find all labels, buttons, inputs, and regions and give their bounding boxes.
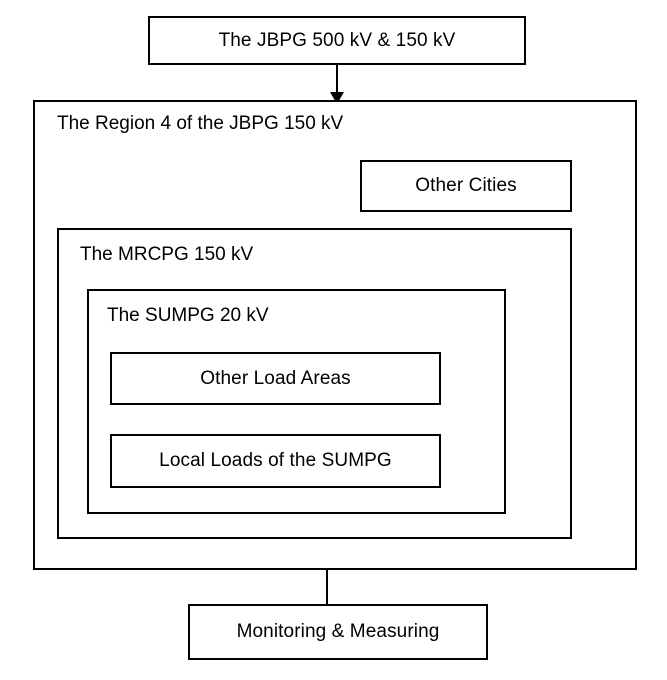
node-jbpg[interactable]: The JBPG 500 kV & 150 kV — [148, 16, 526, 65]
node-mrcpg-label: The MRCPG 150 kV — [80, 244, 254, 265]
connector-jbpg-to-region — [330, 65, 344, 104]
node-local-loads-label: Local Loads of the SUMPG — [159, 450, 392, 471]
node-other-load-areas-label: Other Load Areas — [200, 367, 351, 389]
node-monitoring-measuring[interactable]: Monitoring & Measuring — [188, 604, 488, 660]
node-monitoring-measuring-label: Monitoring & Measuring — [236, 621, 440, 642]
node-other-cities[interactable]: Other Cities — [360, 160, 572, 212]
node-other-load-areas[interactable]: Other Load Areas — [110, 352, 441, 405]
node-other-cities-label: Other Cities — [415, 175, 517, 196]
node-local-loads[interactable]: Local Loads of the SUMPG — [110, 434, 441, 488]
node-region-4-label: The Region 4 of the JBPG 150 kV — [57, 113, 344, 134]
node-sumpg-label: The SUMPG 20 kV — [107, 305, 269, 326]
node-jbpg-label: The JBPG 500 kV & 150 kV — [218, 29, 456, 51]
